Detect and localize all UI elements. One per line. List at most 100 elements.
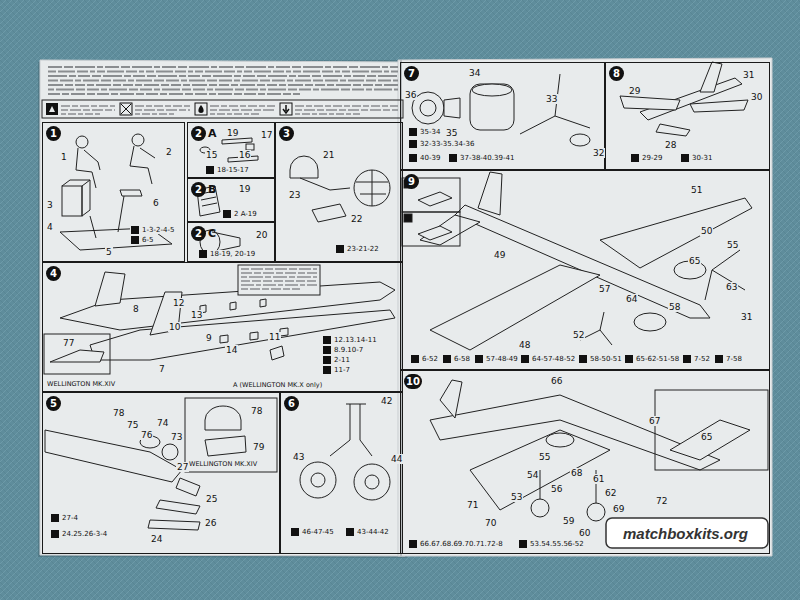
engine-and-propeller [470,84,514,130]
nose-section [156,500,200,514]
callout-number: 14 [226,345,237,355]
callout-number-label: 32 [592,148,605,158]
callout-number: 65 [689,256,700,266]
callout-number-label: 31 [742,70,755,80]
cement-icon [449,154,457,162]
step-panel: 9 [400,170,770,370]
callout-number: 31 [743,70,754,80]
stand-note-box [241,269,317,289]
cement-icon [409,128,417,136]
callout-number-label: 54 [526,470,539,480]
symbol-key-strip [295,105,398,107]
callout-number: 68 [571,468,582,478]
paper-sheet [398,58,772,556]
callout-number-label: 78 [112,408,125,418]
assembly-sequence-label: 57-48-49 [474,355,519,363]
callout-number: 10 [169,322,180,332]
assembly-sequence-label: 12.13.14-11 [322,336,378,344]
variant-note-label: A (WELLINGTON MK.X only) [232,381,323,389]
callout-number: 53 [511,492,522,502]
step-heading: 9 [404,174,419,189]
tailplane-assembly [690,100,748,112]
step-heading: 8 [609,66,624,81]
turret-domes [290,156,318,178]
cement-icon [519,540,527,548]
step-letter: B [208,183,216,196]
step-letter: A [208,127,217,140]
engine-and-propeller [420,100,436,116]
step-number: 4 [46,266,61,281]
landing-gear [300,404,390,500]
nose-section [205,406,241,430]
assembly-sequence: 58-50-51 [590,355,622,363]
wings-and-engines [580,312,612,345]
callout-number-label: 19 [238,184,251,194]
completed-aircraft [655,390,768,470]
symbol-key-strip [61,113,100,115]
variant-note-label: WELLINGTON MK.XIV [188,460,258,468]
callout-number: 34 [469,68,480,78]
stand-note-box [241,280,317,282]
callout-number-label: 74 [156,418,169,428]
symbol-key-strip [46,103,58,115]
landing-gear [365,475,379,489]
assembly-sequence-label: 37-38-40.39-41 [448,154,515,162]
watermark-label: matchboxkits.org [620,524,751,543]
callout-number: 54 [527,470,538,480]
engine-and-propeller [412,74,590,146]
engine-and-propeller [520,74,590,134]
callout-number: 51 [691,185,702,195]
callout-number-label: 24 [150,534,163,544]
symbol-key-strip [42,100,403,118]
assembly-sequence-label: 1-3-2-4-5 [130,226,175,234]
callout-number-label: 20 [255,230,268,240]
cement-icon [631,154,639,162]
step-number: 10 [404,374,422,389]
callout-number: 43 [293,452,304,462]
callout-number: 50 [701,226,712,236]
wings-and-engines [478,172,502,215]
variant-note: WELLINGTON MK.XIV [189,460,257,468]
callout-number: 78 [251,406,262,416]
callout-number: 60 [579,528,590,538]
callout-number: 74 [157,418,168,428]
turret-domes [300,178,350,190]
completed-aircraft [531,499,549,517]
assembly-sequence: 40-39 [420,154,440,162]
callout-number: 48 [519,340,530,350]
nose-section [185,398,277,472]
turret-domes [354,170,390,206]
assembly-sequence-label: 24.25.26-3-4 [50,530,108,538]
cement-icon [346,528,354,536]
callout-number: 16 [239,150,250,160]
cement-icon [681,154,689,162]
completed-aircraft [670,420,750,460]
completed-aircraft [470,430,610,510]
step-heading: 3 [279,126,294,141]
callout-number-label: 42 [380,396,393,406]
assembly-sequence: 12.13.14-11 [334,336,377,344]
assembly-sequence-label: 66.67.68.69.70.71.72-8 [408,540,504,548]
callout-number-label: 1 [60,152,68,162]
callout-number: 44 [391,454,402,464]
cement-icon [323,356,331,364]
cement-icon [291,528,299,536]
callout-number: 20 [256,230,267,240]
wings-and-engines [418,226,452,240]
gun-parts [222,138,252,144]
symbol-key-strip [135,109,190,111]
symbol-key-strip [120,103,132,115]
callout-number-label: 68 [570,468,583,478]
callout-number-label: 65 [700,432,713,442]
assembly-sequence: 18-19, 20-19 [210,250,255,258]
callout-number: 73 [171,432,182,442]
multilingual-text-block [48,66,398,68]
turret-domes [290,156,390,222]
fuselage-halves [220,328,288,343]
symbol-key-strip [198,105,203,113]
completed-aircraft [546,433,574,447]
callout-number: 59 [563,516,574,526]
cement-icon [715,355,723,363]
callout-number-label: 50 [700,226,713,236]
